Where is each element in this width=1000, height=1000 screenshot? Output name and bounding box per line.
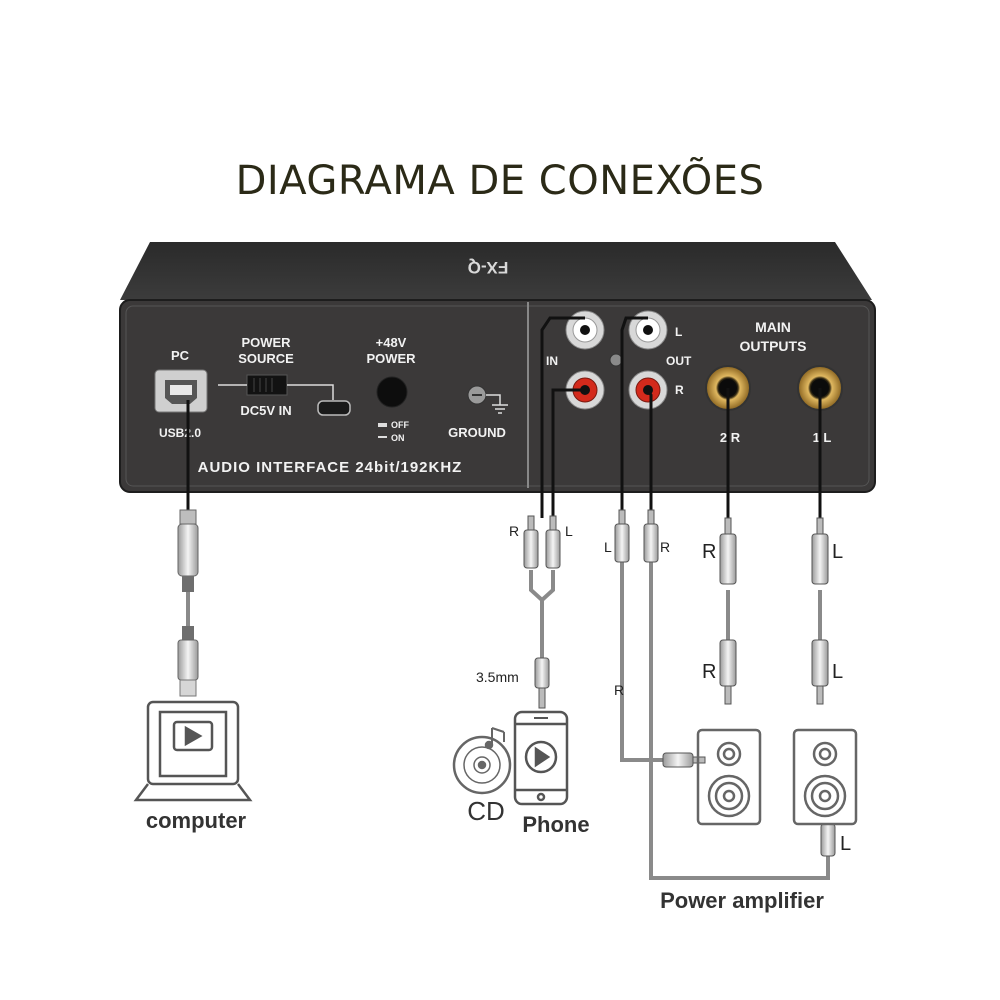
cable-label-in-l: L bbox=[565, 523, 573, 539]
rca-plug-out-right bbox=[643, 509, 659, 563]
main-outputs-label-2: OUTPUTS bbox=[740, 338, 807, 354]
ground-symbol-icon bbox=[486, 394, 508, 414]
speaker-right-icon bbox=[696, 728, 762, 826]
panel-screw bbox=[609, 353, 623, 367]
phantom-label-2: POWER bbox=[366, 351, 416, 366]
device-footer-text: AUDIO INTERFACE 24bit/192KHZ bbox=[198, 459, 463, 476]
rca-input-left-jack[interactable] bbox=[565, 310, 605, 350]
phantom-label-1: +48V bbox=[376, 335, 407, 350]
cable-label-side-r: R bbox=[614, 682, 624, 698]
cable-label-trs-r-bottom: R bbox=[702, 661, 716, 683]
trs-plug-left-bottom bbox=[811, 639, 829, 705]
cable-label-amp-l: L bbox=[840, 833, 851, 855]
power-source-label-1: POWER bbox=[241, 335, 291, 350]
phone-icon bbox=[513, 710, 569, 806]
phone-label: Phone bbox=[522, 812, 589, 837]
rca-plug-in-left bbox=[545, 515, 561, 569]
computer-label: computer bbox=[146, 808, 247, 833]
trs-plug-right-top bbox=[719, 517, 737, 585]
amplifier-left-plug bbox=[820, 823, 836, 857]
trs-plug-left-top bbox=[811, 517, 829, 585]
micro-usb-dc-port[interactable] bbox=[317, 400, 351, 416]
on-label: ON bbox=[391, 433, 405, 443]
rca-output-left-jack[interactable] bbox=[628, 310, 668, 350]
cable-label-out-l: L bbox=[604, 539, 612, 555]
power-source-label-2: SOURCE bbox=[238, 351, 294, 366]
in-label: IN bbox=[546, 354, 558, 368]
pc-label: PC bbox=[171, 348, 190, 363]
usb-label: USB2.0 bbox=[159, 426, 201, 440]
signal-cables bbox=[186, 560, 830, 880]
cable-label-in-r: R bbox=[509, 523, 519, 539]
cd-label: CD bbox=[467, 796, 505, 826]
page-title: DIAGRAMA DE CONEXÕES bbox=[235, 158, 765, 204]
dc-label: DC5V IN bbox=[240, 403, 291, 418]
jack-1-label: 1 L bbox=[813, 430, 832, 445]
speaker-left-icon bbox=[792, 728, 858, 826]
rca-plug-in-right bbox=[523, 515, 539, 569]
ground-label: GROUND bbox=[448, 425, 506, 440]
laptop-icon bbox=[133, 700, 253, 802]
cable-label-trs-l-bottom: L bbox=[832, 661, 843, 683]
rca-r-label: R bbox=[675, 383, 684, 397]
device-back-panel bbox=[119, 299, 876, 493]
main-outputs-label-1: MAIN bbox=[755, 319, 791, 335]
off-label: OFF bbox=[391, 420, 409, 430]
cable-label-trs-r-top: R bbox=[702, 541, 716, 563]
mini-jack-plug bbox=[534, 657, 550, 709]
patch-wires bbox=[186, 316, 822, 520]
brand-logo: FX-Q bbox=[468, 258, 509, 277]
device-top-surface bbox=[120, 242, 872, 300]
usb-b-cable-plug bbox=[177, 509, 199, 592]
audio-interface-device: FX-Q PC USB2.0 POWER SOURCE DC5V IN +48V… bbox=[119, 242, 876, 493]
cd-icon bbox=[452, 727, 512, 795]
cable-label-size: 3.5mm bbox=[476, 669, 519, 685]
rca-l-label: L bbox=[675, 325, 682, 339]
jack-2-label: 2 R bbox=[720, 430, 741, 445]
usb-a-cable-plug bbox=[177, 626, 199, 697]
power-amplifier-label: Power amplifier bbox=[660, 888, 824, 913]
power-source-switch[interactable] bbox=[246, 374, 288, 396]
rca-plug-out-left bbox=[614, 509, 630, 563]
phantom-power-button[interactable] bbox=[376, 376, 408, 408]
trs-plug-right-bottom bbox=[719, 639, 737, 705]
out-label: OUT bbox=[666, 354, 692, 368]
cable-label-out-r: R bbox=[660, 539, 670, 555]
cable-label-trs-l-top: L bbox=[832, 541, 843, 563]
